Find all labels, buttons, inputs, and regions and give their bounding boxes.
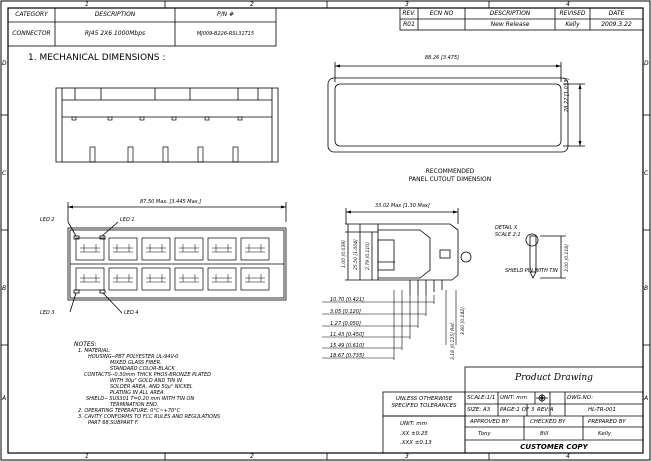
- tolerance-title-1: UNLESS OTHERWISE: [395, 396, 453, 402]
- pn-header: P/N #: [216, 11, 235, 18]
- note-line: STANDARD COLOR-BLACK: [110, 366, 175, 372]
- product-drawing-title: Product Drawing: [515, 373, 593, 383]
- zone-label: 4: [566, 1, 570, 8]
- side-hdim-1: 10.70 [0.421]: [330, 297, 365, 303]
- dwg-number: HL-TR-001: [588, 407, 617, 413]
- led3-label: LED 3: [40, 310, 55, 316]
- zone-label: 1: [85, 453, 89, 460]
- rev-header: REV.: [402, 10, 416, 17]
- ecn-header: ECN NO: [429, 10, 454, 17]
- description-value: RJ45 2X6 1000Mbps: [84, 30, 146, 37]
- rev-value: R01: [403, 21, 415, 28]
- zone-label: 1: [85, 1, 89, 8]
- note-line: SHIELD-- SUS301 T=0.20 mm WITH TIN ON: [86, 396, 195, 402]
- rev-description-header: DESCRIPTION: [489, 10, 531, 17]
- front-width-dim: 87.50 Max. [3.445 Max.]: [140, 199, 202, 205]
- zone-label: 3: [405, 1, 409, 8]
- side-width-dim: 33.02 Max [1.30 Max]: [375, 203, 430, 209]
- page-value: PAGE:1 OF 3: [500, 407, 535, 413]
- side-hdim-3: 1.27 [0.050]: [330, 321, 361, 327]
- zone-label: 2: [250, 1, 254, 8]
- customer-copy: CUSTOMER COPY: [520, 443, 588, 451]
- revised-header: REVISED: [559, 10, 586, 17]
- note-line: TERMINATION END.: [110, 402, 159, 408]
- notes-title: NOTES:: [74, 341, 97, 348]
- zone-label: D: [2, 60, 7, 67]
- side-vdim-1: 1.00 [0.039]: [342, 240, 347, 268]
- side-hdim-6: 18.67 [0.735]: [330, 353, 365, 359]
- zone-label: D: [644, 60, 649, 67]
- tolerance-title-2: SPECIFED TOLERANCES: [391, 403, 457, 409]
- approved-by-label: APPROVED BY: [470, 419, 509, 425]
- note-line: CONTACTS--0.30mm THICK PHOS-BRONZE PLATE…: [84, 372, 211, 378]
- rev-date: 2009.3.22: [601, 21, 632, 28]
- cutout-caption-line2: PANEL CUTOUT DIMENSION: [408, 176, 492, 183]
- led4-label: LED 4: [124, 310, 139, 316]
- tolerance-xx: .XX ±0.25: [400, 431, 428, 437]
- side-vdim-2: 25.50 [1.004]: [354, 239, 359, 270]
- note-line: WITH 30μ" GOLD AND TIN IN: [110, 378, 182, 384]
- detail-note: SHIELD PIN WITH TIN: [505, 268, 558, 274]
- zone-label: B: [2, 285, 7, 292]
- led1-label: LED 1: [120, 217, 135, 223]
- checker-name: Bill: [540, 431, 549, 437]
- cutout-caption-line1: RECOMMENDED: [425, 168, 475, 175]
- note-line: 3. CAVITY CONFORMS TO FCC RULES AND REGU…: [78, 414, 221, 420]
- detail-scale: SCALE 2:1: [495, 232, 521, 238]
- checked-by-label: CHECKED BY: [530, 419, 566, 425]
- section-title: 1. MECHANICAL DIMENSIONS :: [28, 53, 166, 63]
- notes-block: NOTES: 1. MATERIAL: HOUSING--PBT POLYEST…: [74, 341, 220, 427]
- detail-dim: 3.00 [0.118]: [565, 244, 570, 272]
- zone-label: A: [2, 395, 7, 402]
- side-rdim-2: 3.60 [0.142]: [461, 307, 466, 335]
- zone-label: 3: [405, 453, 409, 460]
- note-line: PLATING IN ALL AREA.: [110, 390, 166, 396]
- unit-value: UNIT: mm: [500, 395, 527, 401]
- zone-label: C: [2, 170, 7, 177]
- date-header: DATE: [608, 10, 625, 17]
- pn-value: MJ009-B226-RSL31T15: [196, 31, 255, 37]
- category-header: CATEGORY: [15, 11, 48, 18]
- revised-by: Kelly: [565, 21, 580, 28]
- zone-label: A: [644, 395, 649, 402]
- size-value: SIZE: A3: [467, 407, 491, 413]
- led2-label: LED 2: [40, 217, 55, 223]
- tolerance-unit: UNIT: mm: [400, 421, 427, 427]
- scale-value: SCALE:1/1: [467, 395, 496, 401]
- category-value: CONNECTOR: [12, 30, 51, 37]
- side-rdim-1: 3.18 [0.125] Ref.: [451, 321, 456, 360]
- side-hdim-4: 11.43 [0.450]: [330, 332, 365, 338]
- zone-label: 2: [250, 453, 254, 460]
- preparer-name: Kelly: [598, 431, 612, 437]
- note-line: SOLDER AREA, AND 50μ" NICKEL: [110, 384, 193, 390]
- description-header: DESCRIPTION: [94, 11, 136, 18]
- note-line: HOUSING--PBT POLYESTER UL-94V-0: [88, 354, 179, 360]
- note-line: MIXED GLASS FIBER.: [110, 360, 162, 366]
- zone-label: B: [644, 285, 649, 292]
- note-line: 2. OPERATING TEPERATURE: 0°C~+70°C: [78, 408, 181, 414]
- rev-level: REV:A: [537, 407, 554, 413]
- note-line: 1. MATERIAL:: [78, 348, 111, 354]
- dwg-label: DWG.NO:: [567, 395, 594, 401]
- tolerance-xxx: .XXX ±0.13: [400, 440, 432, 446]
- cutout-height-dim: 28.22 [1.033]: [564, 77, 570, 112]
- prepared-by-label: PREPARED BY: [588, 419, 626, 425]
- side-hdim-2: 3.05 [0.120]: [330, 309, 361, 315]
- side-vdim-3: 2.79 [0.110]: [366, 242, 371, 270]
- zone-label: 4: [566, 453, 570, 460]
- approver-name: Tony: [478, 431, 491, 437]
- cutout-width-dim: 88.26 [3.475]: [425, 55, 460, 61]
- note-line: PART 68,SUBPART F.: [88, 420, 139, 426]
- rev-description: New Release: [490, 21, 530, 28]
- side-hdim-5: 15.49 [0.610]: [330, 343, 365, 349]
- zone-label: C: [644, 170, 649, 177]
- detail-title: DETAIL X: [495, 225, 518, 231]
